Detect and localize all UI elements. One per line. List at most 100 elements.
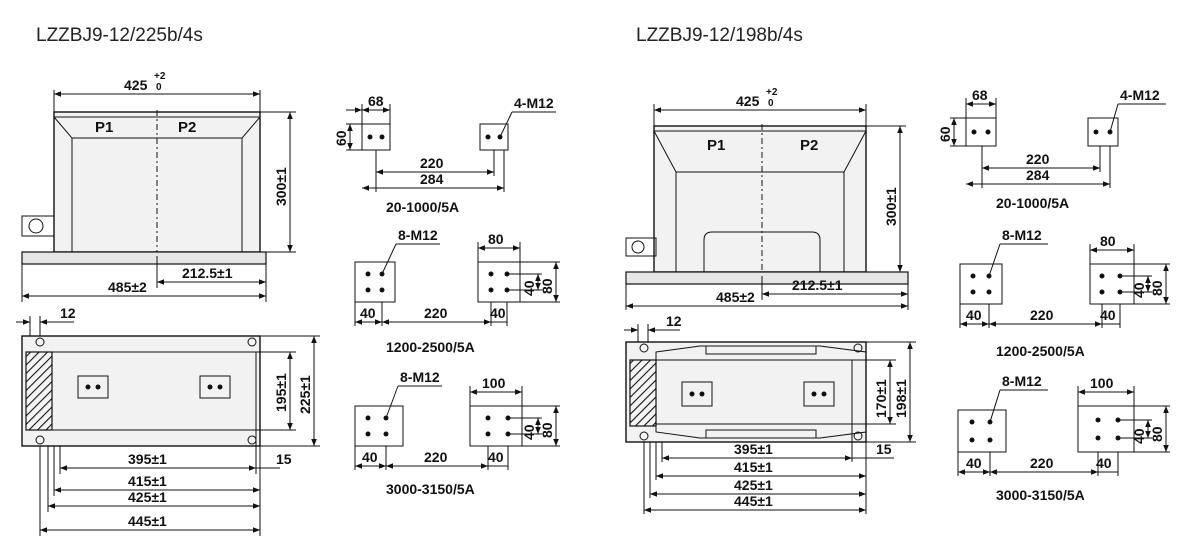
left-offset-dim: 12: [60, 305, 76, 321]
right-primary-terminal-p1: [681, 381, 713, 407]
left-term-b-holes: 8-M12: [398, 227, 438, 243]
left-term-a-span2: 284: [420, 171, 444, 187]
right-secondary-box: [625, 237, 657, 257]
left-drawing: LZZBJ9-12/225b/4s P1 P2 425 +2 0: [16, 25, 560, 536]
left-base-dim: 485±2: [108, 279, 147, 295]
right-term-b-span: 220: [1030, 307, 1054, 323]
left-term-a-rating: 20-1000/5A: [386, 199, 459, 215]
right-inner-width-dim: 170±1: [873, 379, 889, 418]
right-base-plate: [625, 271, 909, 285]
left-term-c-b2: 40: [488, 449, 504, 465]
right-drawing: LZZBJ9-12/198b/4s P1 P2 425 +2 0: [624, 25, 1170, 514]
left-term-a-height: 60: [333, 130, 349, 146]
left-term-b-b1: 40: [360, 305, 376, 321]
left-term-c-b1: 40: [362, 449, 378, 465]
left-height-dim: 300±1: [273, 167, 289, 206]
right-front-elevation: P1 P2 425 +2 0 300±1 212.5±1 485±2: [625, 87, 909, 310]
right-term-a-height: 60: [937, 126, 953, 142]
right-term-a-rating: 20-1000/5A: [996, 195, 1069, 211]
left-secondary-box: [21, 215, 55, 237]
right-term-b-width: 80: [1100, 233, 1116, 249]
left-outer-width-dim: 225±1: [297, 375, 313, 414]
left-edge-dim: 15: [276, 451, 292, 467]
left-term-c-d2: 80: [539, 422, 555, 438]
right-term-a-holes: 4-M12: [1120, 87, 1160, 103]
left-primary-terminal-p1: [77, 375, 109, 399]
right-term-c-span: 220: [1030, 455, 1054, 471]
left-plan-view: 12 195±1 225±1: [16, 305, 320, 536]
right-secondary-terminal-block: [629, 359, 657, 427]
left-width-tol-upper: +2: [154, 71, 166, 82]
left-terminal-c-detail: 8-M12 100 40 80 40 220 40 3000-3150/5A: [354, 369, 560, 497]
left-half-base-dim: 212.5±1: [182, 265, 233, 281]
left-length-dim-1: 395±1: [128, 451, 167, 467]
right-primary-terminal-p2: [803, 381, 835, 407]
left-base-plate: [21, 251, 267, 265]
right-term-c-holes: 8-M12: [1002, 373, 1042, 389]
right-plan-body: [625, 341, 867, 443]
left-model-title: LZZBJ9-12/225b/4s: [36, 25, 203, 46]
right-term-b-d1: 40: [1131, 282, 1147, 298]
left-term-a-span1: 220: [420, 155, 444, 171]
right-length-dim-3: 425±1: [734, 477, 773, 493]
right-plan-view: 12 170±1 198±1: [624, 313, 916, 514]
left-front-elevation: P1 P2 425 +2 0 300±1 212.5±1 485±2: [21, 71, 296, 302]
left-plan-body: [21, 335, 261, 447]
right-half-base-dim: 212.5±1: [792, 277, 843, 293]
right-terminal-c-detail: 8-M12 100 40 80 40 220 40 3000-3150/5A: [957, 373, 1170, 503]
right-term-b-holes: 8-M12: [1002, 227, 1042, 243]
left-width-tol-lower: 0: [156, 82, 162, 93]
left-term-b-width: 80: [488, 231, 504, 247]
left-term-b-d1: 40: [521, 280, 537, 296]
right-width-dim: 425: [736, 93, 760, 109]
left-term-c-d1: 40: [521, 424, 537, 440]
left-length-dim-3: 425±1: [128, 489, 167, 505]
left-width-dim: 425: [124, 77, 148, 93]
right-width-tol-lower: 0: [768, 98, 774, 109]
right-term-c-rating: 3000-3150/5A: [996, 487, 1085, 503]
right-base-dim: 485±2: [716, 289, 755, 305]
left-terminal-a-detail: 68 60 4-M12 220 284 20-1000/5A: [333, 93, 556, 215]
right-terminal-p2: P2: [800, 137, 818, 154]
right-term-a-width: 68: [972, 87, 988, 103]
left-length-dim-4: 445±1: [128, 513, 167, 529]
left-term-b-span: 220: [424, 305, 448, 321]
right-edge-dim: 15: [876, 441, 892, 457]
right-term-b-b1: 40: [966, 307, 982, 323]
left-secondary-terminal-block: [25, 351, 53, 431]
left-term-c-span: 220: [424, 449, 448, 465]
right-terminal-b-detail: 8-M12 80 40 80 40 220 40 1200-2500/5A: [959, 227, 1170, 359]
left-terminal-b-detail: 8-M12 80 40 80 40 220 40 1200-2500/5A: [354, 227, 560, 355]
right-transformer-body: [653, 125, 867, 273]
right-width-tol-upper: +2: [766, 87, 778, 98]
right-length-dim-1: 395±1: [734, 441, 773, 457]
right-term-b-b2: 40: [1100, 307, 1116, 323]
right-length-dim-4: 445±1: [734, 493, 773, 509]
right-term-b-d2: 80: [1149, 280, 1165, 296]
left-term-b-rating: 1200-2500/5A: [386, 339, 475, 355]
right-term-c-width: 100: [1090, 375, 1114, 391]
left-term-b-b2: 40: [490, 305, 506, 321]
right-length-dim-2: 415±1: [734, 459, 773, 475]
right-term-c-d2: 80: [1149, 426, 1165, 442]
right-term-b-rating: 1200-2500/5A: [996, 343, 1085, 359]
left-inner-width-dim: 195±1: [273, 373, 289, 412]
right-term-c-d1: 40: [1131, 428, 1147, 444]
right-model-title: LZZBJ9-12/198b/4s: [636, 25, 803, 46]
right-term-c-b1: 40: [966, 455, 982, 471]
left-term-a-width: 68: [368, 93, 384, 109]
left-term-c-rating: 3000-3150/5A: [386, 481, 475, 497]
left-term-c-width: 100: [482, 375, 506, 391]
right-term-a-span1: 220: [1026, 151, 1050, 167]
left-length-dim-2: 415±1: [128, 473, 167, 489]
right-outer-width-dim: 198±1: [893, 379, 909, 418]
right-height-dim: 300±1: [883, 187, 899, 226]
right-offset-dim: 12: [666, 313, 682, 329]
left-primary-terminal-p2: [199, 375, 231, 399]
right-term-c-b2: 40: [1096, 455, 1112, 471]
right-terminal-a-detail: 68 60 4-M12 220 284 20-1000/5A: [937, 87, 1166, 211]
right-term-a-span2: 284: [1026, 167, 1050, 183]
left-terminal-p1: P1: [95, 119, 113, 136]
